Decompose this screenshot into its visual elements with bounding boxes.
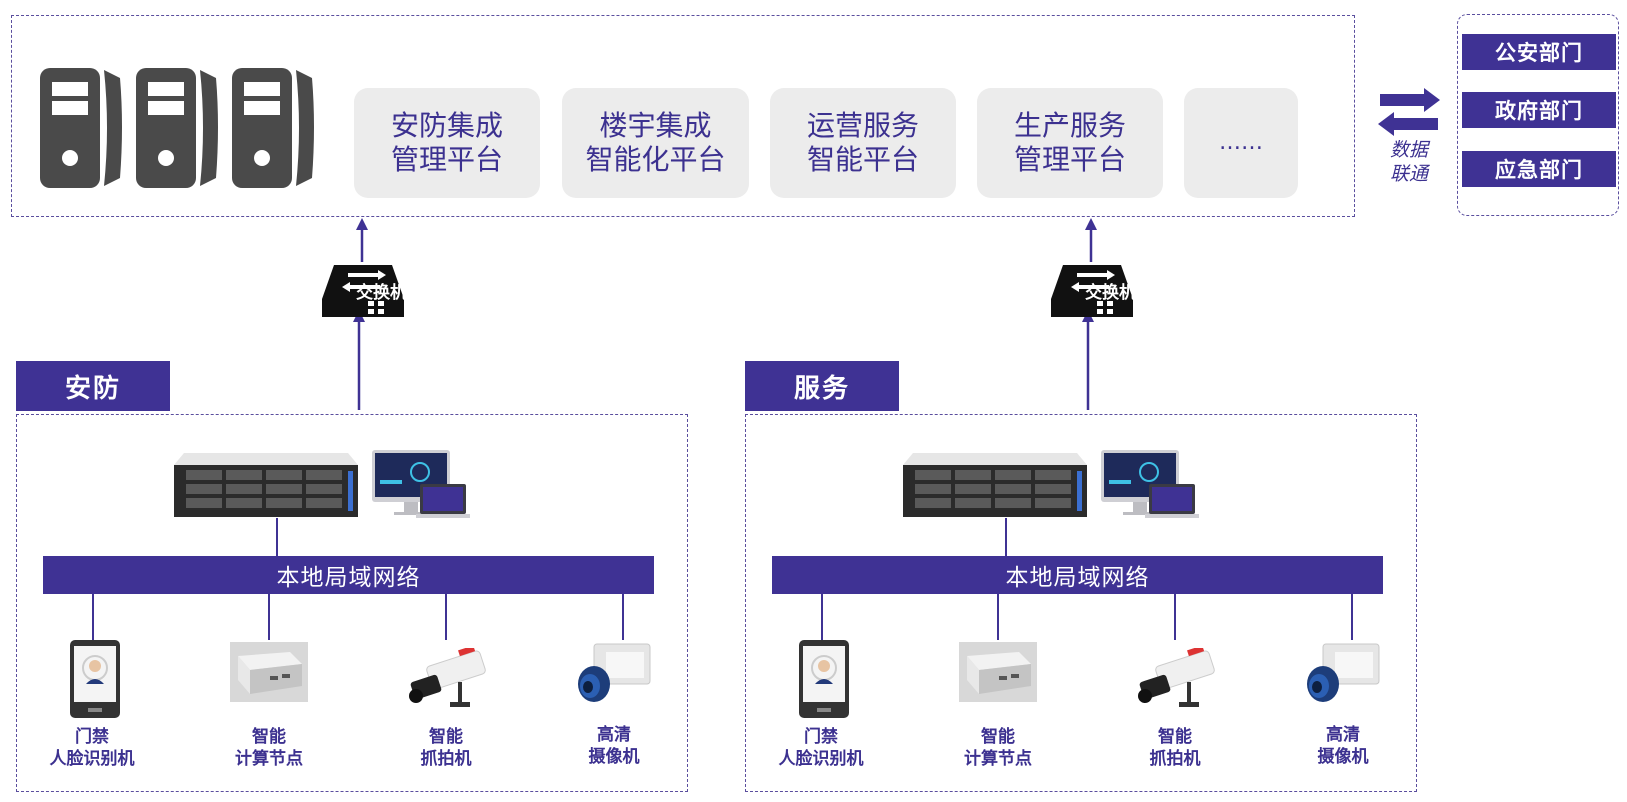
device-label-line1: 高清 <box>597 725 631 745</box>
device-label-line1: 智能 <box>1158 727 1192 747</box>
platform-production-line1: 生产服务 <box>1013 109 1126 142</box>
platform-building-line2: 智能化平台 <box>585 143 726 176</box>
platform-security-line1: 安防集成 <box>390 109 503 142</box>
data-sync-line2: 联通 <box>1389 163 1428 185</box>
switch-right-icon <box>1051 265 1133 317</box>
platform-layer <box>11 15 1355 217</box>
hd-camera-icon <box>1307 643 1380 702</box>
data-sync-line1: 数据 <box>1389 139 1428 161</box>
platform-building: 楼宇集成 智能化平台 <box>562 88 749 198</box>
device-label-snapshot-camera: 智能 抓拍机 <box>376 726 516 770</box>
device-label-compute-node: 智能 计算节点 <box>199 726 339 770</box>
bidirectional-arrow-icon <box>1378 88 1440 136</box>
device-label-line1: 高清 <box>1326 725 1360 745</box>
platform-operations: 运营服务 智能平台 <box>770 88 956 198</box>
device-label-compute-node: 智能 计算节点 <box>928 726 1068 770</box>
device-label-line1: 智能 <box>981 727 1015 747</box>
lan-to-device-connector <box>997 594 999 640</box>
server-to-lan-connector <box>276 518 278 556</box>
lan-to-device-connector <box>622 594 624 640</box>
platform-operations-line2: 智能平台 <box>806 143 919 176</box>
device-label-line2: 人脸识别机 <box>778 749 864 769</box>
storage-server-icon <box>903 453 1087 517</box>
device-label-line1: 门禁 <box>75 727 109 747</box>
monitor-display-icon <box>1101 450 1199 518</box>
lan-to-device-connector <box>821 594 823 640</box>
zone-service-box <box>745 414 1417 792</box>
department-police: 公安部门 <box>1462 34 1616 70</box>
device-label-line2: 摄像机 <box>588 747 640 767</box>
device-label-line2: 摄像机 <box>1317 747 1369 767</box>
compute-node-icon <box>959 642 1037 702</box>
device-label-snapshot-camera: 智能 抓拍机 <box>1105 726 1245 770</box>
zone-service-lan: 本地局域网络 <box>772 556 1383 594</box>
zone-security-lan: 本地局域网络 <box>43 556 654 594</box>
zone-security-title: 安防 <box>16 361 170 411</box>
snapshot-camera-icon <box>409 648 486 707</box>
device-label-hd-camera: 高清 摄像机 <box>544 724 684 768</box>
data-sync-label: 数据 联通 <box>1381 138 1437 186</box>
device-label-line2: 人脸识别机 <box>49 749 135 769</box>
device-label-line1: 门禁 <box>804 727 838 747</box>
face-terminal-icon <box>799 640 849 718</box>
device-label-face-terminal: 门禁 人脸识别机 <box>751 726 891 770</box>
switch-right-label: 交换机 <box>1085 283 1135 303</box>
device-label-line2: 计算节点 <box>964 749 1032 769</box>
department-emergency: 应急部门 <box>1462 151 1616 187</box>
hd-camera-icon <box>578 643 651 702</box>
lan-to-device-connector <box>1174 594 1176 640</box>
switch-left-label: 交换机 <box>356 283 406 303</box>
device-label-hd-camera: 高清 摄像机 <box>1273 724 1413 768</box>
server-to-lan-connector <box>1005 518 1007 556</box>
platform-building-line1: 楼宇集成 <box>599 109 712 142</box>
lan-to-device-connector <box>92 594 94 640</box>
server-cluster-icon <box>40 68 314 188</box>
device-label-line2: 抓拍机 <box>1149 749 1201 769</box>
device-label-line2: 抓拍机 <box>420 749 472 769</box>
device-label-face-terminal: 门禁 人脸识别机 <box>22 726 162 770</box>
lan-to-device-connector <box>268 594 270 640</box>
snapshot-camera-icon <box>1138 648 1215 707</box>
platform-security-line2: 管理平台 <box>390 143 503 176</box>
storage-server-icon <box>174 453 358 517</box>
compute-node-icon <box>230 642 308 702</box>
platform-more-text: …… <box>1219 130 1263 155</box>
zone-service-title: 服务 <box>745 361 899 411</box>
lan-to-device-connector <box>445 594 447 640</box>
monitor-display-icon <box>372 450 470 518</box>
platform-operations-line1: 运营服务 <box>806 109 919 142</box>
device-label-line2: 计算节点 <box>235 749 303 769</box>
device-label-line1: 智能 <box>252 727 286 747</box>
lan-to-device-connector <box>1351 594 1353 640</box>
platform-security: 安防集成 管理平台 <box>354 88 540 198</box>
department-government: 政府部门 <box>1462 92 1616 128</box>
zone-security-box <box>16 414 688 792</box>
platform-production-line2: 管理平台 <box>1013 143 1126 176</box>
switch-left-icon <box>322 265 404 317</box>
device-label-line1: 智能 <box>429 727 463 747</box>
face-terminal-icon <box>70 640 120 718</box>
department-box <box>1457 14 1619 216</box>
platform-production: 生产服务 管理平台 <box>977 88 1163 198</box>
platform-more: …… <box>1184 88 1298 198</box>
